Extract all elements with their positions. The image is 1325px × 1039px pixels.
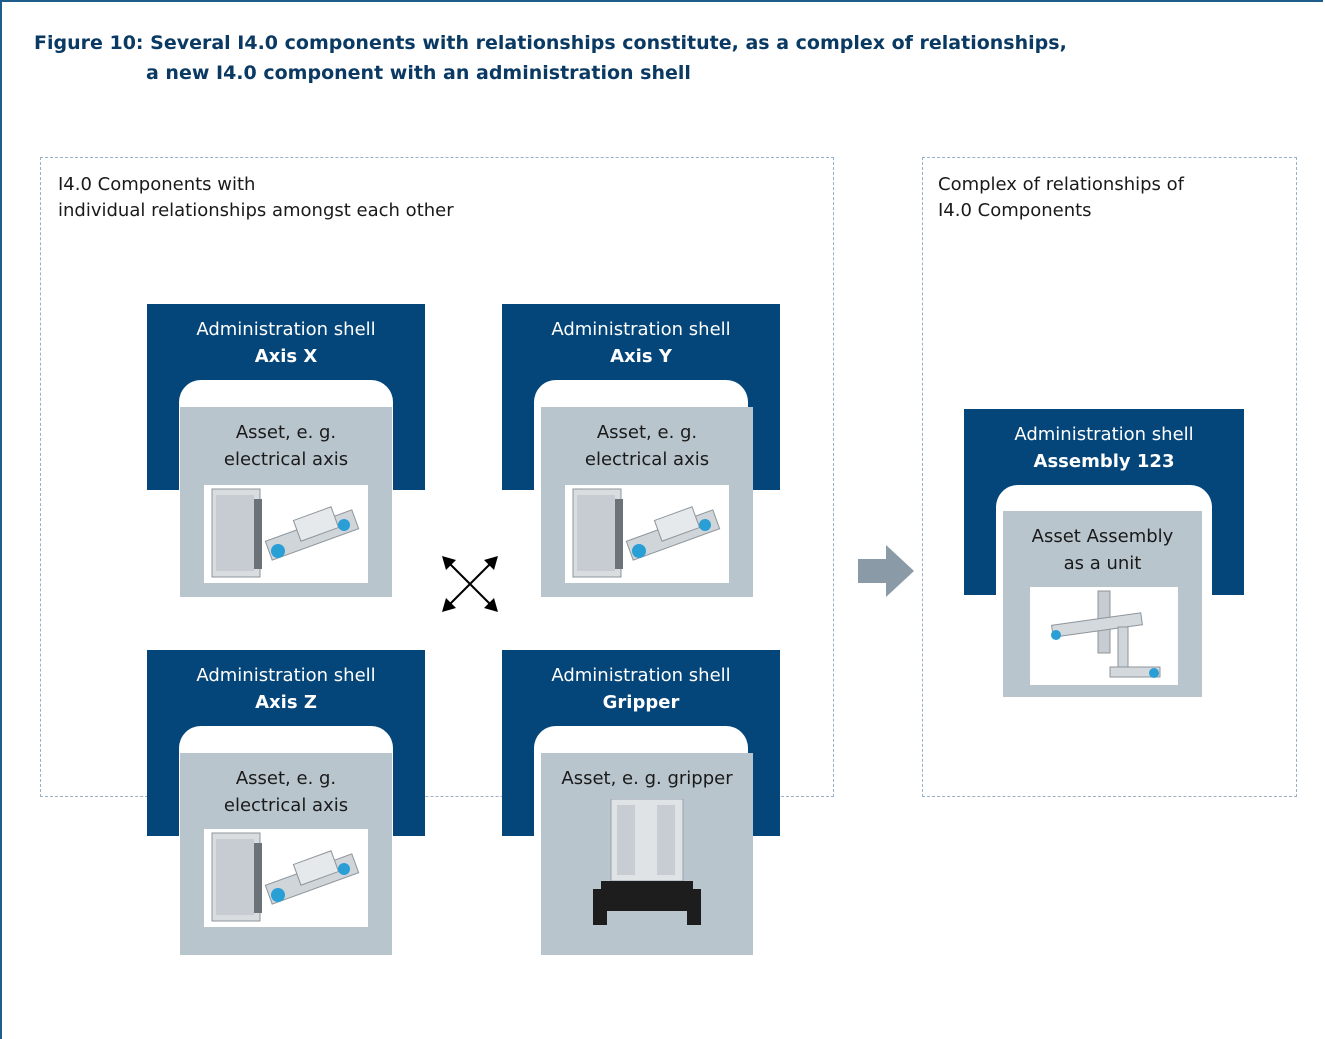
gripper-image — [593, 798, 701, 929]
shell-name: Gripper — [602, 692, 680, 713]
left-group-label: I4.0 Components with individual relation… — [58, 172, 454, 224]
asset-axis-z: Asset, e. g. electrical axis — [180, 753, 392, 955]
right-group-label: Complex of relationships of I4.0 Compone… — [938, 172, 1184, 224]
shell-title: Administration shell — [196, 319, 376, 340]
asset-label-line2: electrical axis — [584, 449, 710, 470]
shell-name: Axis Z — [255, 692, 317, 713]
four-way-arrow-icon — [442, 556, 498, 612]
shell-name: Axis X — [254, 346, 318, 367]
asset-axis-y: Asset, e. g. electrical axis — [541, 407, 753, 597]
asset-gripper: Asset, e. g. gripper — [541, 753, 753, 955]
left-group-label-line2: individual relationships amongst each ot… — [58, 200, 454, 221]
shell-title: Administration shell — [551, 319, 731, 340]
figure-title-line2: a new I4.0 component with an administrat… — [146, 62, 691, 84]
asset-label-line1: Asset, e. g. — [235, 768, 337, 789]
asset-label-line1: Asset, e. g. — [235, 422, 337, 443]
right-group-label-line2: I4.0 Components — [938, 200, 1092, 221]
right-group-label-line1: Complex of relationships of — [938, 174, 1184, 195]
shell-title: Administration shell — [196, 665, 376, 686]
asset-assembly: Asset Assembly as a unit — [1003, 511, 1202, 697]
left-group-label-line1: I4.0 Components with — [58, 174, 256, 195]
asset-axis-x: Asset, e. g. electrical axis — [180, 407, 392, 597]
electrical-axis-image — [204, 485, 368, 583]
figure-title-line1: Figure 10: Several I4.0 components with … — [34, 32, 1067, 54]
asset-label-line2: as a unit — [1063, 553, 1142, 574]
electrical-axis-icon — [211, 488, 360, 578]
shell-name: Axis Y — [610, 346, 672, 367]
electrical-axis-image — [565, 485, 729, 583]
asset-label-line2: electrical axis — [223, 795, 349, 816]
asset-label-line1: Asset Assembly — [1031, 526, 1174, 547]
figure-title: Figure 10: Several I4.0 components with … — [34, 28, 1067, 88]
asset-label-line1: Asset, e. g. gripper — [561, 768, 733, 789]
assembly-image — [1030, 587, 1178, 685]
asset-label-line2: electrical axis — [223, 449, 349, 470]
shell-title: Administration shell — [1014, 424, 1194, 445]
electrical-axis-icon — [572, 488, 721, 578]
shell-title: Administration shell — [551, 665, 731, 686]
right-arrow-icon — [858, 545, 914, 597]
assembly-icon — [1051, 590, 1161, 678]
left-group-box — [40, 157, 834, 797]
electrical-axis-image — [204, 829, 368, 927]
gripper-icon — [593, 798, 701, 925]
electrical-axis-icon — [211, 832, 360, 922]
asset-label-line1: Asset, e. g. — [596, 422, 698, 443]
shell-name: Assembly 123 — [1033, 451, 1175, 472]
right-group-box — [922, 157, 1297, 797]
